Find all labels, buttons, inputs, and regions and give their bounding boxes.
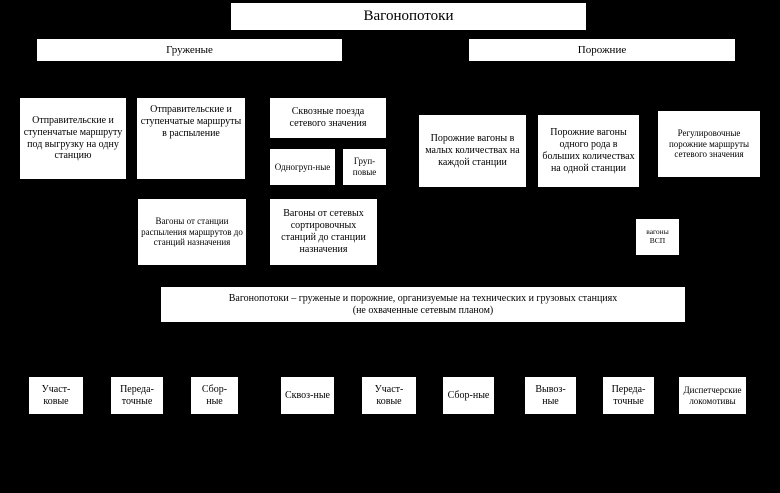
local-flows-line2: (не охваченные сетевым планом): [352, 304, 494, 316]
loaded-category: Груженые: [36, 38, 343, 62]
train-type-district-2: Участ-ковые: [361, 376, 417, 415]
loaded-node-shipper-dispersal: Отправительские и ступенчатые маршруты в…: [136, 97, 246, 180]
empty-node-regulating-routes: Регулировочные порожние маршруты сетевог…: [657, 110, 761, 178]
empty-node-vsp-wagons: вагоны ВСП: [635, 218, 680, 256]
train-type-dispatcher-locomotives: Диспетчерские локомотивы: [678, 376, 747, 415]
loaded-node-network-yards-to-destination: Вагоны от сетевых сортировочных станций …: [269, 198, 378, 266]
loaded-node-group: Груп-повые: [342, 148, 387, 186]
empty-node-large-quantities: Порожние вагоны одного рода в больших ко…: [537, 114, 640, 188]
train-type-pickup-1: Сбор-ные: [190, 376, 239, 415]
train-type-export: Вывоз-ные: [524, 376, 577, 415]
train-type-transfer-1: Переда-точные: [110, 376, 164, 415]
empty-node-small-quantities: Порожние вагоны в малых количествах на к…: [418, 114, 527, 188]
loaded-node-single-group: Одногруп-ные: [269, 148, 336, 186]
train-type-through: Сквоз-ные: [280, 376, 335, 415]
train-type-transfer-2: Переда-точные: [602, 376, 655, 415]
empty-category: Порожние: [468, 38, 736, 62]
diagram-title-text: Вагонопотоки: [363, 7, 454, 24]
loaded-node-shipper-single-station: Отправительские и ступенчатые маршруту п…: [19, 97, 127, 180]
diagram-title: Вагонопотоки: [230, 2, 587, 31]
loaded-category-label: Груженые: [166, 43, 213, 56]
empty-category-label: Порожние: [577, 43, 627, 56]
loaded-node-dispersal-to-destination: Вагоны от станции распыления маршрутов д…: [137, 198, 247, 266]
train-type-pickup-2: Сбор-ные: [442, 376, 495, 415]
loaded-node-through-trains: Сквозные поезда сетевого значения: [269, 97, 387, 139]
local-flows: Вагонопотоки – груженые и порожние, орга…: [160, 286, 686, 323]
local-flows-line1: Вагонопотоки – груженые и порожние, орга…: [228, 292, 618, 304]
train-type-district-1: Участ-ковые: [28, 376, 84, 415]
